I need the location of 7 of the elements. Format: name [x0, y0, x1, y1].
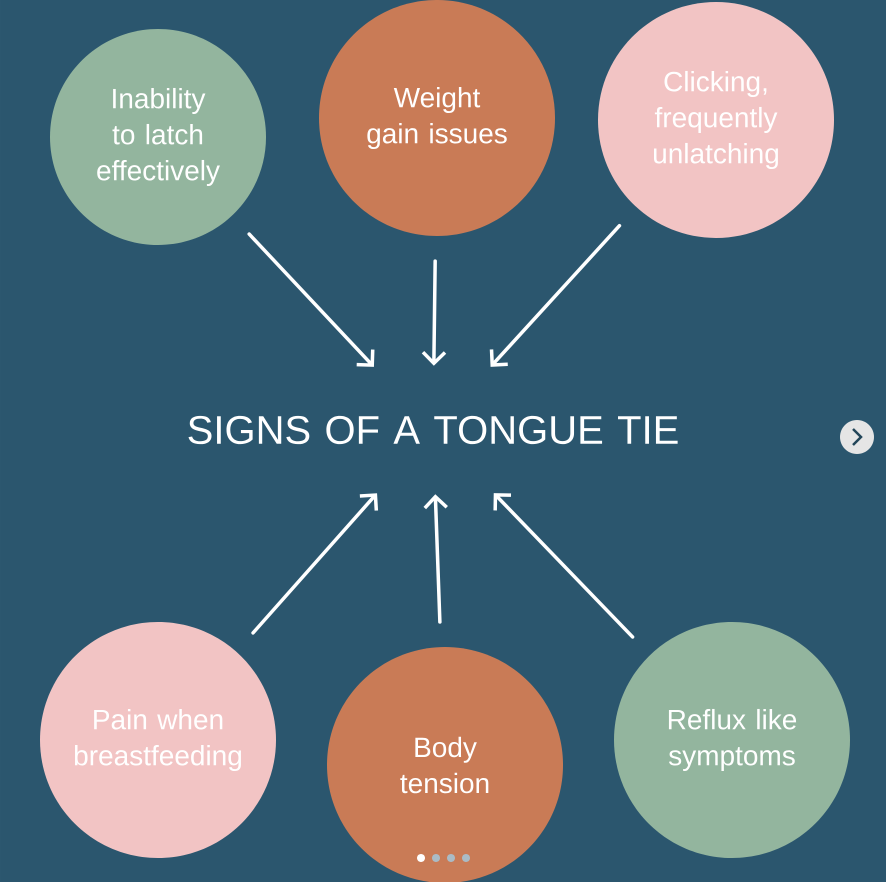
title: SIGNS OF A TONGUE TIE [188, 416, 678, 444]
arrow [490, 224, 622, 367]
arrow [493, 493, 634, 639]
arrow [251, 493, 378, 635]
arrow [247, 232, 374, 367]
arrow [422, 259, 446, 366]
arrow [424, 494, 448, 624]
